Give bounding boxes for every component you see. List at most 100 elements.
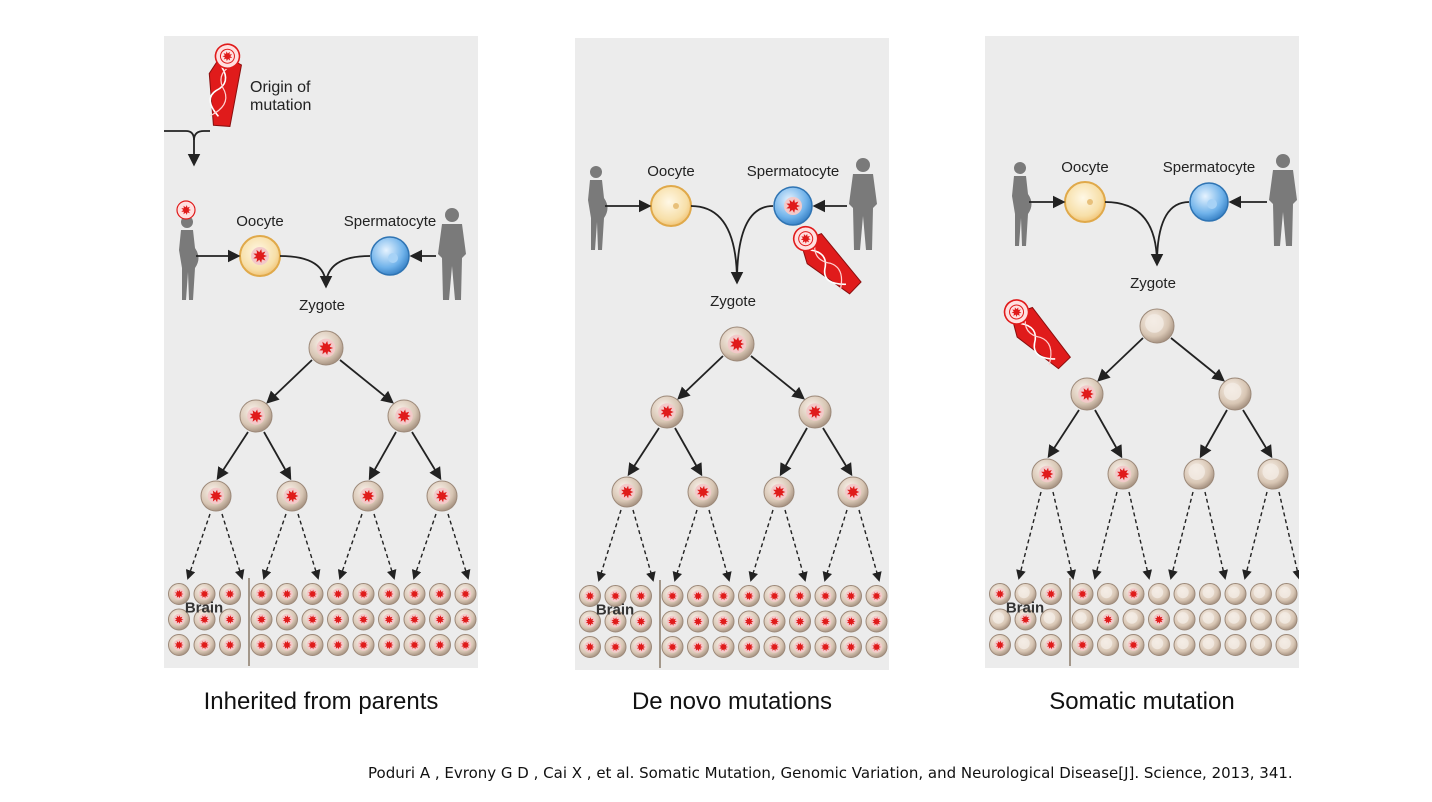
- tissue-cell: [712, 585, 735, 607]
- granddaughter-cell: [276, 480, 308, 512]
- tissue-cell: [378, 608, 400, 631]
- granddaughter-cell: [1183, 458, 1215, 490]
- division-arrow: [677, 355, 724, 400]
- tissue-cell: [789, 610, 811, 633]
- tissue-cell: [1250, 583, 1272, 605]
- tissue-cell: [429, 634, 451, 656]
- lineage-arrow: [632, 509, 656, 582]
- division-arrow: [266, 359, 313, 404]
- tissue-cell: [1199, 583, 1221, 605]
- tissue-cell: [579, 585, 601, 607]
- division-arrow: [1047, 409, 1080, 459]
- tissue-cell: [168, 634, 190, 656]
- spermatocyte-cell: [1189, 182, 1229, 222]
- tissue-cell: [687, 585, 709, 607]
- tissue-cell: [687, 636, 709, 658]
- granddaughter-cell: [1107, 458, 1139, 490]
- division-arrow: [1094, 409, 1123, 459]
- tissue-cell: [1148, 583, 1170, 605]
- tissue-cell: [763, 636, 786, 658]
- lineage-arrow: [1128, 491, 1152, 580]
- mother-silhouette-icon: [588, 166, 608, 250]
- tissue-cell: [789, 585, 811, 607]
- mutation-dna-icon: [208, 43, 243, 127]
- tissue-cell: [630, 585, 652, 607]
- lineage-arrow: [447, 513, 471, 580]
- lineage-arrow: [1052, 491, 1076, 580]
- tissue-cell: [579, 636, 601, 658]
- tissue-cell: [219, 608, 241, 631]
- tissue-cell: [840, 636, 862, 658]
- division-arrow: [750, 355, 805, 400]
- lineage-arrow: [672, 509, 698, 582]
- tissue-cell: [865, 585, 888, 607]
- father-silhouette-icon: [1269, 154, 1297, 246]
- tissue-cell: [712, 610, 735, 633]
- spermatocyte-label: Spermatocyte: [747, 163, 840, 180]
- zygote-label: Zygote: [299, 297, 345, 314]
- division-arrow: [339, 359, 394, 404]
- tissue-cell: [687, 610, 709, 633]
- mutation-dna-icon: [792, 225, 862, 295]
- lineage-arrow: [297, 513, 321, 580]
- tissue-cell: [840, 585, 862, 607]
- tissue-cell: [1173, 608, 1196, 631]
- lineage-arrow: [185, 513, 211, 580]
- spermatocyte-label: Spermatocyte: [344, 213, 437, 230]
- father-silhouette-icon: [849, 158, 877, 250]
- tissue-cell: [630, 610, 652, 633]
- tissue-cell: [1224, 608, 1247, 631]
- tissue-cell: [865, 610, 888, 633]
- division-arrow: [1097, 337, 1144, 382]
- tissue-cell: [1014, 583, 1037, 605]
- tissue-cell: [352, 583, 375, 605]
- granddaughter-cell: [1257, 458, 1289, 490]
- tissue-cell: [193, 634, 216, 656]
- tissue-cell: [1224, 583, 1247, 605]
- tissue-cell: [1122, 583, 1145, 605]
- daughter-cell: [239, 399, 273, 433]
- tissue-cell: [989, 608, 1011, 631]
- caption-inherited: Inherited from parents: [203, 688, 439, 715]
- tissue-cell: [219, 634, 241, 656]
- brain-label: Brain: [185, 599, 223, 616]
- tissue-cell: [1199, 608, 1221, 631]
- granddaughter-cell: [352, 480, 384, 512]
- granddaughter-cell: [611, 476, 643, 508]
- granddaughter-cell: [1031, 458, 1063, 490]
- granddaughter-cell: [687, 476, 719, 508]
- division-arrow: [216, 431, 249, 481]
- tissue-cell: [738, 585, 760, 607]
- tissue-cell: [193, 583, 216, 605]
- division-arrow: [674, 427, 703, 477]
- tissue-cell: [1097, 608, 1119, 631]
- tissue-cell: [403, 583, 426, 605]
- oocyte-label: Oocyte: [236, 213, 284, 230]
- daughter-cell: [1070, 377, 1104, 411]
- tissue-cell: [1173, 634, 1196, 656]
- tissue-cell: [1071, 583, 1094, 605]
- tissue-cell: [378, 583, 400, 605]
- granddaughter-cell: [426, 480, 458, 512]
- granddaughter-cell: [837, 476, 869, 508]
- granddaughter-cell: [200, 480, 232, 512]
- tissue-cell: [403, 634, 426, 656]
- brain-label: Brain: [1006, 599, 1044, 616]
- lineage-arrow: [221, 513, 245, 580]
- tissue-cell: [763, 610, 786, 633]
- tissue-cell: [1071, 608, 1094, 631]
- tissue-cell: [352, 608, 375, 631]
- tissue-cell: [327, 583, 349, 605]
- division-arrow: [1242, 409, 1273, 459]
- tissue-cell: [865, 636, 888, 658]
- tissue-cell: [1275, 608, 1298, 631]
- spermatocyte-cell: [370, 236, 410, 276]
- mother-mutation-marker: [176, 200, 196, 220]
- zygote-cell: [719, 326, 755, 362]
- caption-de-novo: De novo mutations: [631, 688, 833, 715]
- lineage-arrow: [748, 509, 774, 582]
- mutation-dna-icon: [1003, 299, 1071, 370]
